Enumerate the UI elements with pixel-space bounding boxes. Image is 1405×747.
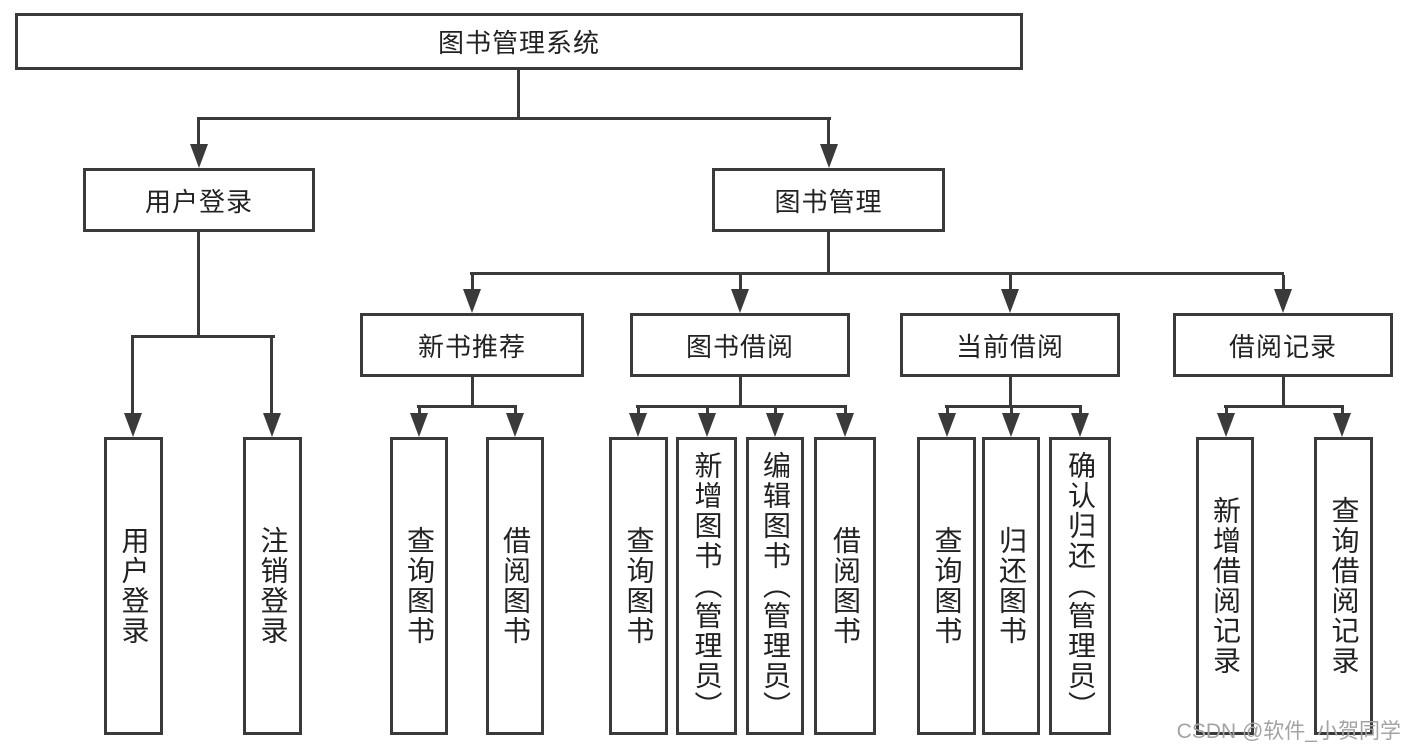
- leaf-query-books-recommend: 查询图书: [390, 437, 448, 735]
- leaf-borrow-books: 借阅图书: [814, 437, 876, 735]
- arrow-down-icon: [731, 289, 749, 313]
- arrow-down-icon: [1002, 413, 1020, 437]
- node-label: 图书管理系统: [437, 28, 600, 58]
- arrow-down-icon: [938, 413, 956, 437]
- node-label: 借阅图书: [500, 526, 531, 646]
- csdn-watermark: CSDN @软件_小贺同学: [1176, 720, 1401, 743]
- node-label: 查询图书: [623, 526, 655, 646]
- connector-drop-leaf: [946, 408, 949, 415]
- connector-drop-leaf: [844, 408, 847, 415]
- connector-drop-book-management: [827, 120, 830, 148]
- connector-borrowing-bus: [636, 405, 847, 408]
- arrow-down-icon: [506, 413, 524, 437]
- connector-current-stub: [1009, 377, 1012, 408]
- node-label: 查询图书: [931, 526, 963, 646]
- leaf-add-books-admin: 新增图书（管理员）: [676, 437, 737, 735]
- arrow-down-icon: [1274, 289, 1292, 313]
- node-label: 图书管理: [774, 186, 883, 217]
- node-label: 用户登录: [144, 186, 253, 217]
- connector-current-bus: [945, 405, 1082, 408]
- node-borrowing-records: 借阅记录: [1173, 313, 1393, 377]
- arrow-down-icon: [836, 413, 854, 437]
- leaf-query-books-current: 查询图书: [917, 437, 976, 735]
- connector-drop-leaf: [1010, 408, 1013, 415]
- node-label: 图书借阅: [685, 331, 794, 362]
- leaf-edit-books-admin: 编辑图书（管理员）: [746, 437, 804, 735]
- connector-drop-login-leaf: [131, 338, 134, 415]
- connector-drop-records: [1282, 275, 1285, 293]
- node-label: 新增图书（管理员）: [691, 451, 723, 721]
- node-label: 借阅记录: [1228, 331, 1337, 362]
- leaf-add-borrow-record: 新增借阅记录: [1196, 437, 1254, 735]
- connector-drop-leaf: [1341, 408, 1344, 415]
- connector-drop-leaf: [774, 408, 777, 415]
- connector-records-bus: [1224, 405, 1344, 408]
- arrow-down-icon: [190, 144, 208, 168]
- leaf-user-login: 用户登录: [104, 437, 163, 735]
- leaf-return-books: 归还图书: [982, 437, 1040, 735]
- leaf-query-books-borrowing: 查询图书: [609, 437, 668, 735]
- connector-bookmgmt-stub: [827, 232, 830, 275]
- node-label: 注销登录: [257, 526, 289, 646]
- connector-root-bus: [197, 117, 831, 120]
- node-book-management-branch: 图书管理: [712, 168, 945, 232]
- arrow-down-icon: [1333, 413, 1351, 437]
- arrow-down-icon: [1217, 413, 1235, 437]
- connector-userlogin-bus: [131, 335, 275, 338]
- connector-borrowing-stub: [739, 377, 742, 408]
- node-label: 查询借阅记录: [1328, 496, 1360, 676]
- arrow-down-icon: [410, 413, 428, 437]
- connector-drop-user-login: [197, 120, 200, 148]
- arrow-down-icon: [463, 289, 481, 313]
- connector-drop-leaf: [514, 408, 517, 415]
- connector-root-stub: [517, 70, 520, 120]
- connector-drop-leaf: [1079, 408, 1082, 415]
- connector-drop-borrowing: [739, 275, 742, 293]
- node-user-login-branch: 用户登录: [83, 168, 315, 232]
- connector-newbook-stub: [471, 377, 474, 408]
- connector-bookmgmt-bus: [470, 272, 1284, 275]
- leaf-query-borrow-record: 查询借阅记录: [1314, 437, 1373, 735]
- connector-drop-leaf: [1225, 408, 1228, 415]
- connector-drop-leaf: [637, 408, 640, 415]
- node-label: 新书推荐: [417, 331, 526, 362]
- connector-records-stub: [1282, 377, 1285, 408]
- connector-drop-logout-leaf: [270, 338, 273, 415]
- leaf-borrow-books-recommend: 借阅图书: [486, 437, 544, 735]
- connector-drop-leaf: [418, 408, 421, 415]
- node-new-book-recommend: 新书推荐: [360, 313, 584, 377]
- arrow-down-icon: [629, 413, 647, 437]
- arrow-down-icon: [1071, 413, 1089, 437]
- arrow-down-icon: [1001, 289, 1019, 313]
- arrow-down-icon: [124, 413, 142, 437]
- node-label: 查询图书: [404, 526, 435, 646]
- node-label: 新增借阅记录: [1210, 496, 1241, 676]
- arrow-down-icon: [698, 413, 716, 437]
- leaf-logout: 注销登录: [243, 437, 302, 735]
- connector-drop-current: [1009, 275, 1012, 293]
- arrow-down-icon: [820, 144, 838, 168]
- connector-newbook-bus: [417, 405, 517, 408]
- node-label: 用户登录: [118, 526, 150, 646]
- connector-userlogin-stub: [197, 232, 200, 338]
- connector-drop-leaf: [706, 408, 709, 415]
- node-label: 确认归还（管理员）: [1065, 451, 1096, 721]
- node-label: 借阅图书: [830, 526, 861, 646]
- arrow-down-icon: [766, 413, 784, 437]
- node-label: 当前借阅: [955, 331, 1064, 362]
- node-book-borrowing: 图书借阅: [630, 313, 850, 377]
- node-library-management-system: 图书管理系统: [15, 13, 1023, 70]
- leaf-confirm-return-admin: 确认归还（管理员）: [1049, 437, 1111, 735]
- node-label: 编辑图书（管理员）: [760, 451, 791, 721]
- node-current-borrowing: 当前借阅: [900, 313, 1120, 377]
- arrow-down-icon: [263, 413, 281, 437]
- node-label: 归还图书: [996, 526, 1027, 646]
- connector-drop-new-book: [471, 275, 474, 293]
